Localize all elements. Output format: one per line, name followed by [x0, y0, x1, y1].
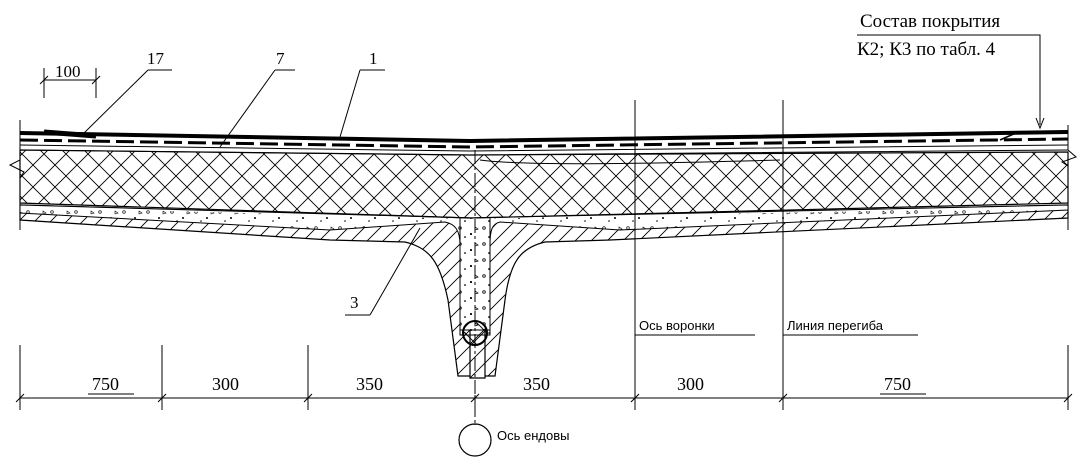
roofing-membrane-top	[19, 130, 1069, 144]
callout-leaders	[39, 34, 1045, 316]
funnel-axis-label: Ось воронки	[639, 318, 715, 333]
roof-structure	[8, 120, 1077, 379]
fold-line-label: Линия перегиба	[787, 318, 884, 333]
callout-17: 17	[147, 49, 165, 68]
dimension-350-left: 350	[356, 374, 383, 394]
composition-label-line2: К2; К3 по табл. 4	[857, 39, 996, 60]
axis-lines	[458, 100, 918, 457]
dimension-300-left: 300	[212, 374, 239, 394]
dimension-750-right: 750	[884, 374, 911, 394]
callout-3: 3	[350, 293, 359, 312]
break-mark-left	[8, 120, 25, 230]
concrete-slab-left	[19, 204, 1069, 379]
dimension-line	[15, 345, 1073, 410]
callout-1: 1	[369, 49, 378, 68]
break-mark-right	[1060, 125, 1077, 230]
composition-label-line1: Состав покрытия	[860, 11, 1000, 32]
dimension-750-left: 750	[92, 374, 119, 394]
dimension-300-right: 300	[677, 374, 704, 394]
roofing-membrane-mid	[19, 137, 1069, 149]
overlap-dimension-100: 100	[55, 62, 81, 81]
valley-axis-marker-icon	[458, 423, 492, 457]
roofing-underlay	[19, 144, 1069, 152]
valley-axis-label: Ось ендовы	[497, 428, 569, 443]
dimension-350-right: 350	[523, 374, 550, 394]
callout-7: 7	[276, 49, 285, 68]
insulation-layer	[19, 149, 1069, 219]
